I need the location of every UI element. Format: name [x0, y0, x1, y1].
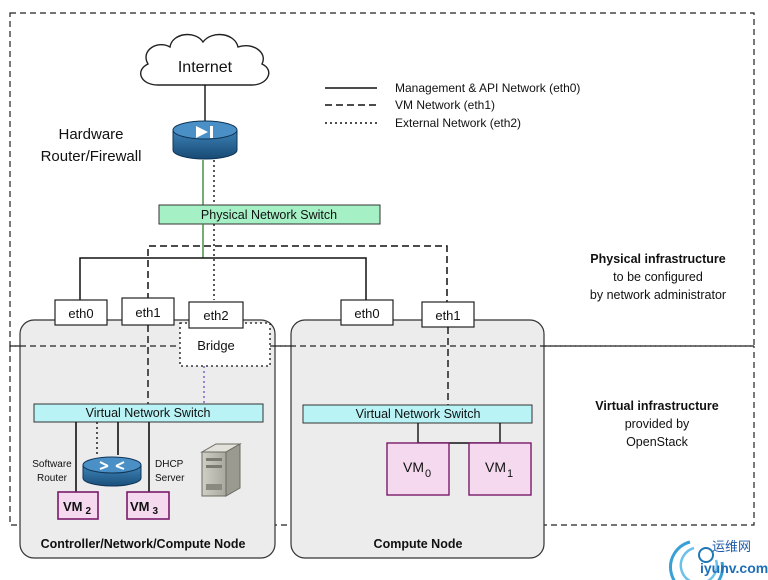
- dhcp-server-label-line2: Server: [155, 473, 185, 484]
- controller-virtual-switch-label: Virtual Network Switch: [86, 406, 211, 420]
- physical-network-switch: [158, 204, 381, 225]
- vm1-box: [468, 442, 532, 496]
- watermark-logo: [669, 540, 724, 580]
- vm2-box: [57, 491, 99, 520]
- compute-eth0-label: eth0: [354, 306, 379, 321]
- software-router-label-line1: Software: [32, 459, 72, 470]
- vm0-label: VM0: [403, 459, 431, 480]
- bridge-label: Bridge: [197, 338, 235, 353]
- controller-node-title: Controller/Network/Compute Node: [41, 537, 246, 551]
- compute-eth0: [340, 299, 394, 326]
- virtual-infra-line3: OpenStack: [626, 435, 689, 449]
- watermark-name: 运维网: [712, 539, 751, 554]
- vm1-label: VM1: [485, 459, 513, 480]
- physical-infra-title: Physical infrastructure: [590, 252, 726, 266]
- hardware-router-label-line2: Router/Firewall: [41, 148, 142, 165]
- controller-eth0-label: eth0: [68, 306, 93, 321]
- physical-infra-line3: by network administrator: [590, 288, 726, 302]
- watermark-url: iyunv.com: [700, 560, 768, 576]
- controller-eth2: [188, 301, 244, 329]
- bridge-box: [179, 322, 271, 367]
- server-icon: [200, 443, 242, 497]
- controller-eth0: [54, 299, 108, 326]
- hardware-router-label-line1: Hardware: [58, 126, 123, 143]
- compute-node-title: Compute Node: [374, 537, 463, 551]
- controller-eth1: [121, 297, 175, 326]
- legend-external: External Network (eth2): [395, 116, 521, 130]
- management-network-lines: [79, 257, 367, 300]
- legend-management: Management & API Network (eth0): [395, 81, 580, 95]
- compute-eth1-label: eth1: [435, 308, 460, 323]
- vm0-box: [386, 442, 450, 496]
- vm3-box: [126, 491, 170, 520]
- software-router-icon: [82, 456, 142, 487]
- controller-eth2-label: eth2: [203, 308, 228, 323]
- legend: Management & API Network (eth0) VM Netwo…: [325, 81, 580, 130]
- internet-label: Internet: [178, 59, 233, 76]
- vm-network-lines: [147, 245, 448, 302]
- controller-eth1-label: eth1: [135, 305, 160, 320]
- cloud-icon: [140, 33, 270, 86]
- virtual-infra-title: Virtual infrastructure: [595, 399, 718, 413]
- software-router-label-line2: Router: [37, 473, 68, 484]
- physical-infra-line2: to be configured: [613, 270, 703, 284]
- hardware-router-icon: [172, 120, 238, 160]
- physical-infrastructure-boundary: [9, 12, 755, 347]
- legend-vm-network: VM Network (eth1): [395, 98, 495, 112]
- virtual-infra-line2: provided by: [625, 417, 690, 431]
- dhcp-server-label-line1: DHCP: [155, 459, 184, 470]
- physical-switch-label: Physical Network Switch: [201, 208, 337, 222]
- compute-virtual-switch-label: Virtual Network Switch: [356, 407, 481, 421]
